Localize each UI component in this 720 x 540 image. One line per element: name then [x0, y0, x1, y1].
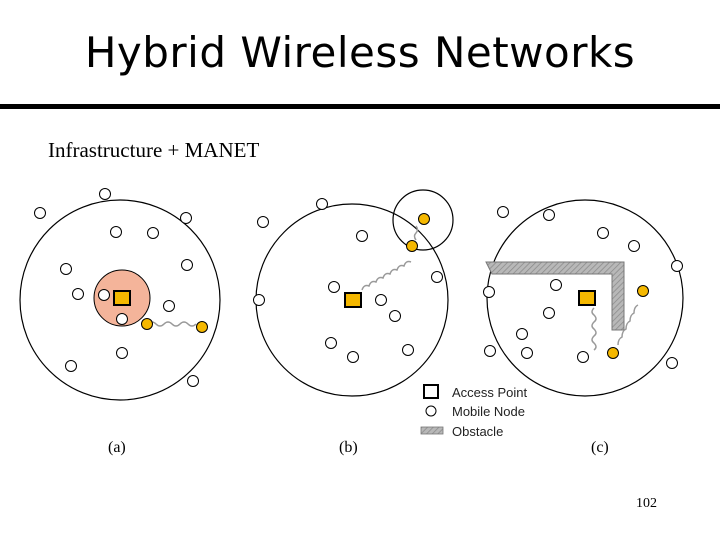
page-number: 102	[636, 496, 657, 511]
mobile-node	[666, 357, 678, 369]
mobile-node	[163, 300, 175, 312]
mobile-node	[543, 209, 555, 221]
mobile-node	[110, 226, 122, 238]
mobile-node	[181, 259, 193, 271]
mobile-node	[316, 198, 328, 210]
mobile-node	[483, 286, 495, 298]
access-point	[344, 292, 362, 308]
ap-coverage-circle	[19, 199, 221, 401]
access-point	[113, 290, 131, 306]
obstacle-wall	[485, 261, 625, 331]
wireless-link	[617, 304, 639, 346]
wireless-link	[591, 307, 597, 351]
slide-title: Hybrid Wireless Networks	[84, 28, 636, 77]
mobile-node	[543, 307, 555, 319]
mobile-node	[187, 375, 199, 387]
mobile-node	[65, 360, 77, 372]
mobile-node	[60, 263, 72, 275]
mobile-node	[550, 279, 562, 291]
panel-a: (a)	[19, 188, 221, 456]
legend-mobile-node-swatch	[425, 405, 437, 417]
mobile-node	[356, 230, 368, 242]
access-point	[578, 290, 596, 306]
legend-mobile-node-label: Mobile Node	[452, 404, 525, 419]
mobile-node	[98, 289, 110, 301]
mobile-node	[597, 227, 609, 239]
panel-c: (c)	[483, 199, 684, 456]
slide-subtitle: Infrastructure + MANET	[48, 138, 260, 162]
mobile-node	[116, 347, 128, 359]
mobile-node	[628, 240, 640, 252]
panel-label: (a)	[108, 439, 126, 456]
mobile-node	[34, 207, 46, 219]
relay-coverage-circle	[392, 189, 454, 251]
active-mobile-node	[418, 213, 430, 225]
mobile-node	[375, 294, 387, 306]
legend-obstacle-label: Obstacle	[452, 424, 503, 439]
active-mobile-node	[196, 321, 208, 333]
wireless-link	[361, 260, 412, 291]
mobile-node	[99, 188, 111, 200]
wireless-link	[147, 321, 197, 327]
mobile-node	[180, 212, 192, 224]
mobile-node	[116, 313, 128, 325]
mobile-node	[671, 260, 683, 272]
legend: Access Point Mobile Node Obstacle	[420, 384, 528, 439]
mobile-node	[389, 310, 401, 322]
panel-label: (c)	[591, 439, 609, 456]
legend-access-point-swatch	[423, 384, 439, 399]
mobile-node	[431, 271, 443, 283]
panel-label: (b)	[339, 439, 358, 456]
mobile-node	[521, 347, 533, 359]
ap-coverage-circle	[486, 199, 684, 397]
mobile-node	[347, 351, 359, 363]
mobile-node	[328, 281, 340, 293]
active-mobile-node	[637, 285, 649, 297]
mobile-node	[325, 337, 337, 349]
panel-b: (b)	[253, 189, 454, 456]
mobile-node	[253, 294, 265, 306]
mobile-node	[72, 288, 84, 300]
legend-access-point-label: Access Point	[452, 385, 528, 400]
mobile-node	[257, 216, 269, 228]
active-mobile-node	[141, 318, 153, 330]
mobile-node	[484, 345, 496, 357]
wireless-link	[413, 225, 419, 241]
active-mobile-node	[406, 240, 418, 252]
mobile-node	[147, 227, 159, 239]
mobile-node	[516, 328, 528, 340]
legend-obstacle-swatch	[420, 426, 444, 435]
title-divider	[0, 104, 720, 109]
active-mobile-node	[607, 347, 619, 359]
mobile-node	[402, 344, 414, 356]
mobile-node	[497, 206, 509, 218]
mobile-node	[577, 351, 589, 363]
